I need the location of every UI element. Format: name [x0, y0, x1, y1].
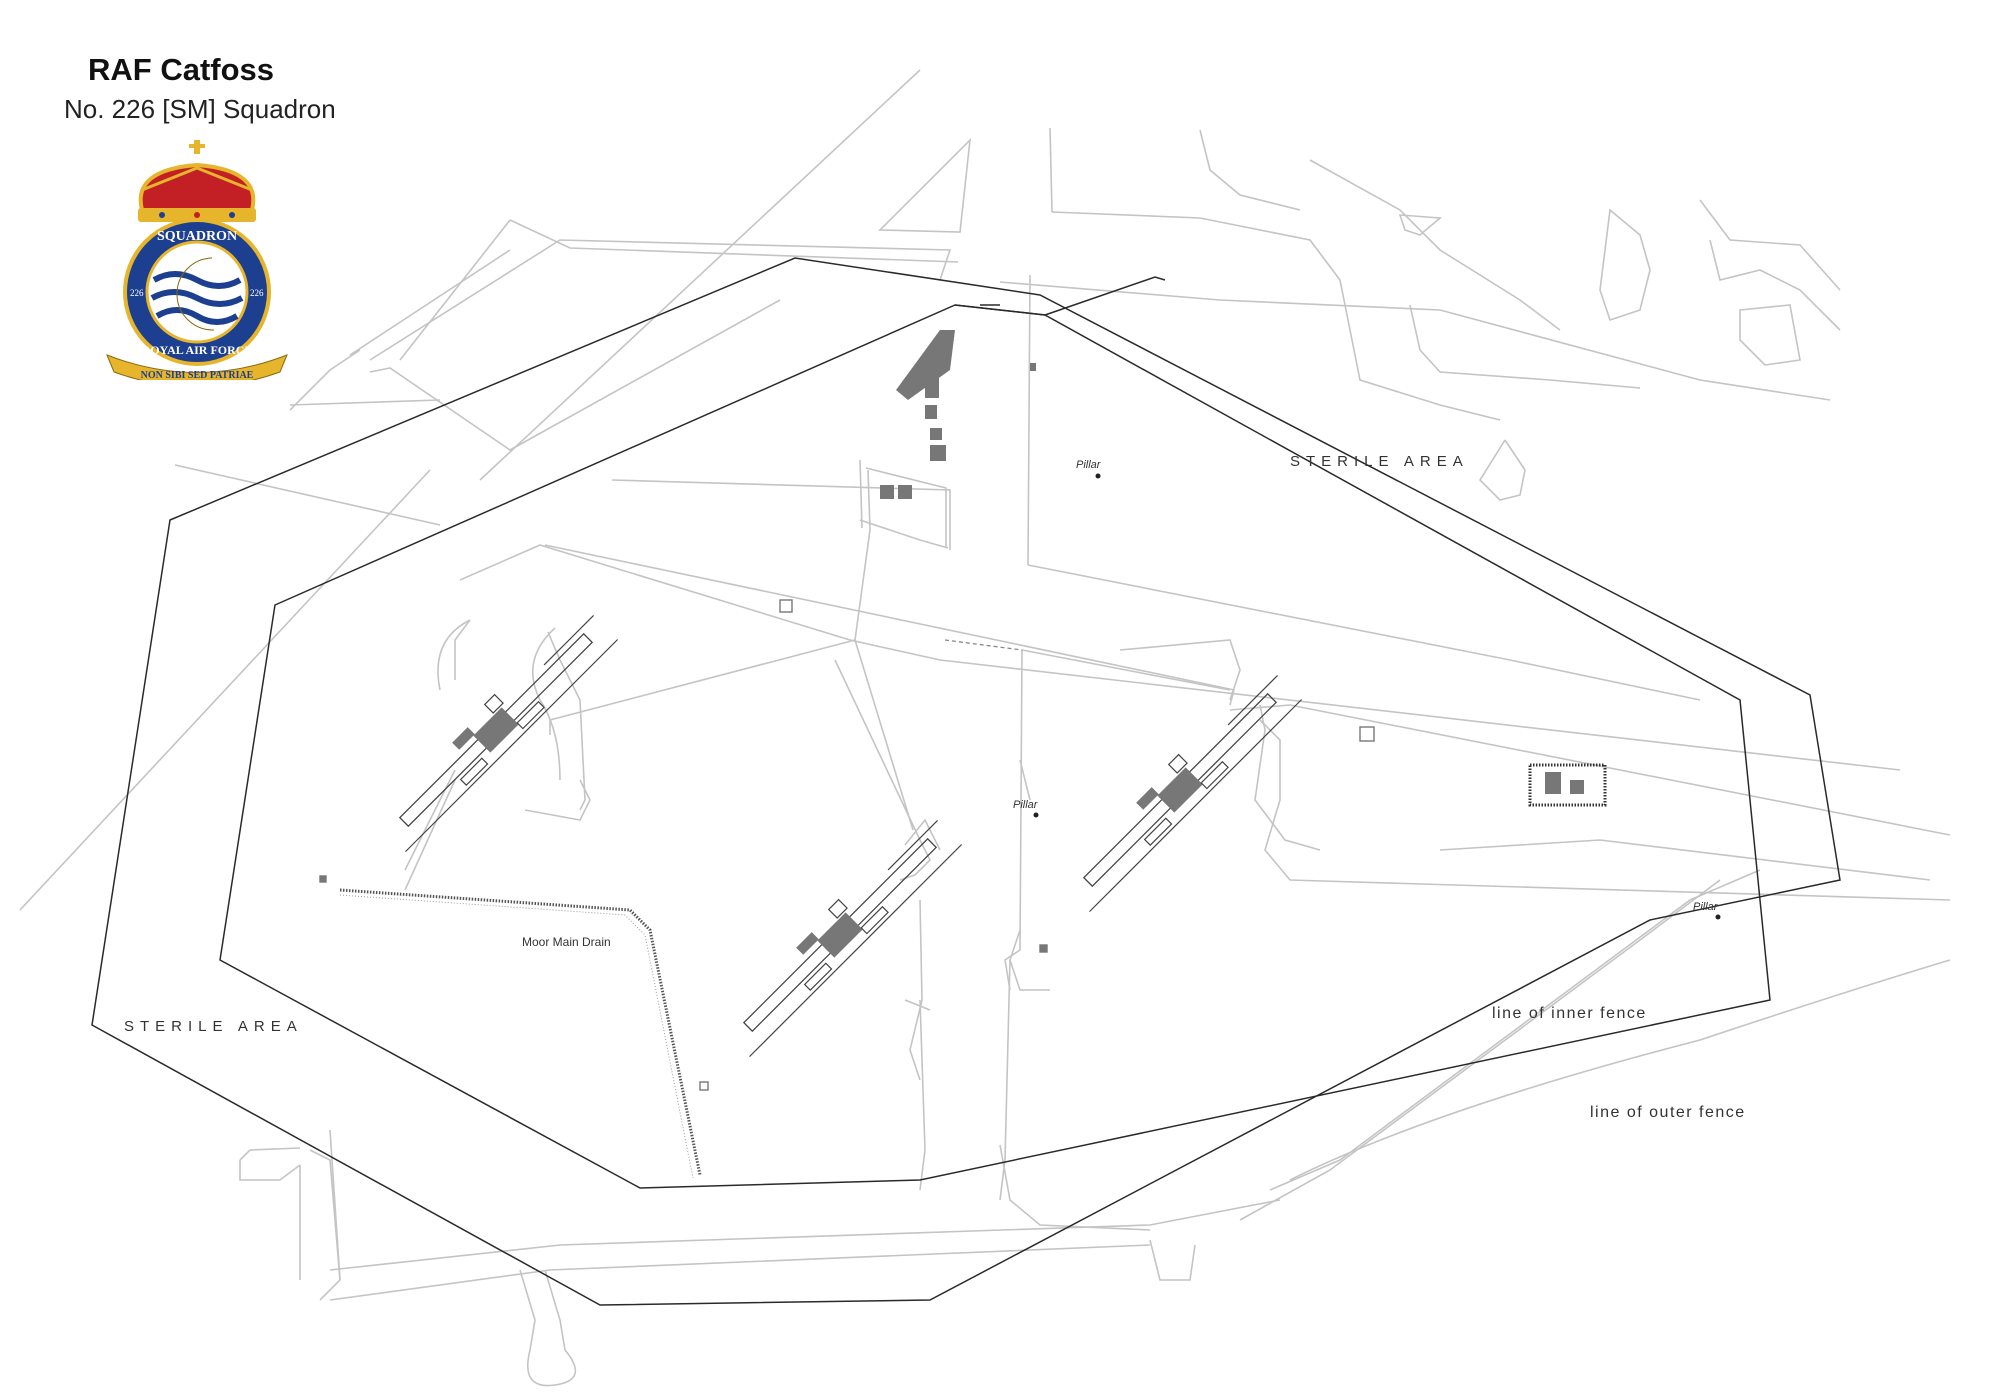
label-pillar-2: Pillar	[1013, 799, 1038, 811]
crest-band-text: ROYAL AIR FORCE	[142, 343, 253, 357]
label-outer-fence: line of outer fence	[1590, 1104, 1746, 1121]
outer-fence	[91, 257, 1841, 1306]
crest-motto: NON SIBI SED PATRIAE	[141, 370, 254, 380]
inner-fence	[219, 304, 1771, 1189]
crest-number-left: 226	[130, 288, 144, 298]
crown-icon	[138, 140, 256, 222]
map-title: RAF Catfoss	[88, 52, 275, 87]
crest-number-right: 226	[250, 288, 264, 298]
label-moor-main-drain: Moor Main Drain	[522, 935, 611, 949]
pillar-dot-3	[1715, 914, 1721, 920]
dashed-link	[944, 639, 1023, 651]
fence-lines	[91, 257, 1841, 1306]
label-inner-fence: line of inner fence	[1492, 1005, 1647, 1022]
map-subtitle: No. 226 [SM] Squadron	[64, 94, 336, 124]
label-sterile-area-sw: STERILE AREA	[124, 1018, 303, 1035]
crest-ring-text: SQUADRON	[157, 229, 237, 244]
label-pillar-3: Pillar	[1693, 901, 1718, 913]
launch-pad-left	[398, 615, 619, 853]
pillar-dot-2	[1033, 812, 1039, 818]
label-pillar-1: Pillar	[1076, 459, 1101, 471]
launch-pad-right	[1082, 675, 1303, 913]
building-outlines-north	[319, 599, 1375, 1091]
pillar-dot-1	[1095, 473, 1101, 479]
pillar-markers	[1033, 473, 1721, 920]
moor-main-drain	[339, 888, 702, 1179]
earthwork-bunker	[1528, 763, 1607, 807]
launch-pad-middle	[742, 820, 963, 1058]
squadron-crest-icon: SQUADRON 226 226 ROYAL AIR FORCE NON SIB…	[106, 140, 288, 380]
road-network	[19, 69, 1951, 1387]
buildings-north	[880, 330, 1036, 499]
label-sterile-area-ne: STERILE AREA	[1290, 453, 1469, 470]
